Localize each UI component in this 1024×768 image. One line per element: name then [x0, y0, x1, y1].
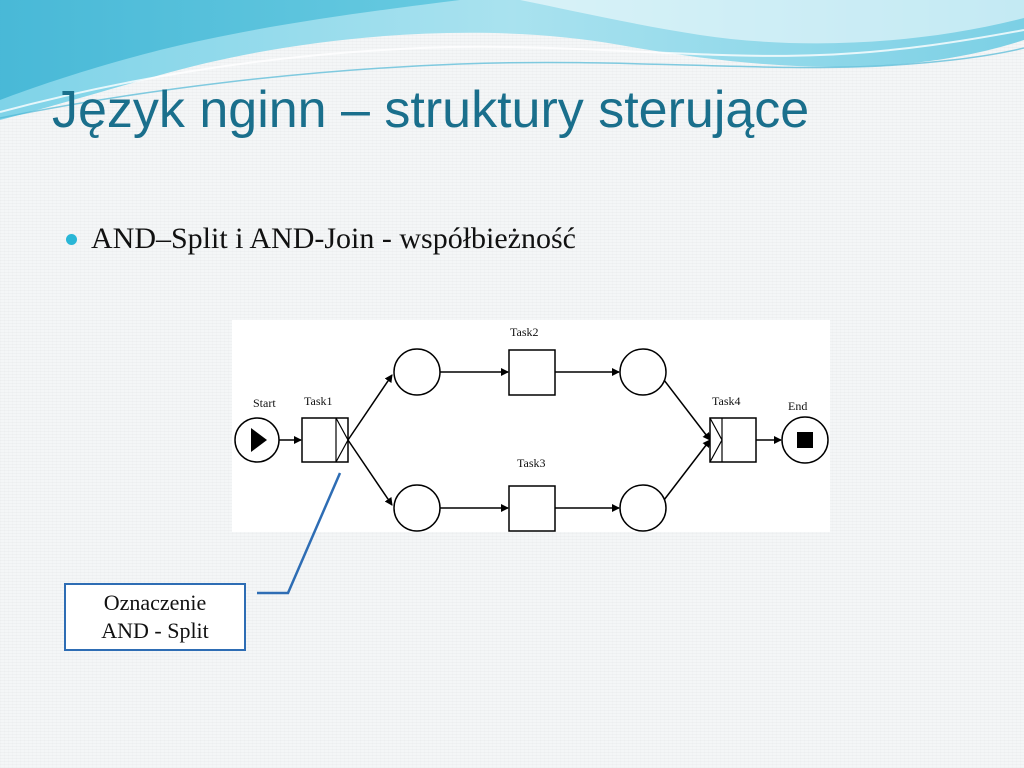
play-icon	[251, 428, 267, 452]
task4-label: Task4	[712, 394, 741, 408]
flow-c2-task4	[663, 379, 711, 441]
and-join-marker	[709, 417, 723, 463]
end-label: End	[788, 399, 807, 413]
callout-box: Oznaczenie AND - Split	[64, 583, 246, 651]
header-wave-decoration	[0, 0, 1024, 120]
flow-c4-task4	[663, 439, 711, 501]
flow-task1-c3	[347, 439, 393, 506]
workflow-diagram: Start Task1 Task2 Task3 Task4 End	[234, 325, 829, 532]
condition-lower-right	[619, 484, 667, 532]
bullet-text: AND–Split i AND-Join - współbieżność	[91, 222, 576, 255]
task2-label: Task2	[510, 325, 539, 339]
stop-icon	[797, 432, 813, 448]
task4-node	[709, 417, 757, 463]
flow-task1-c1	[347, 374, 393, 441]
start-label: Start	[253, 396, 276, 410]
condition-upper-right	[619, 348, 667, 396]
bullet-dot-icon	[66, 233, 77, 245]
callout-line-1: Oznaczenie	[103, 590, 207, 615]
task3-node	[508, 485, 556, 532]
bullet-item: AND–Split i AND-Join - współbieżność	[66, 222, 576, 256]
callout-line-2: AND - Split	[101, 618, 209, 643]
task1-label: Task1	[304, 394, 333, 408]
slide-title: Język nginn – struktury sterujące	[52, 81, 810, 139]
task3-label: Task3	[517, 456, 546, 470]
